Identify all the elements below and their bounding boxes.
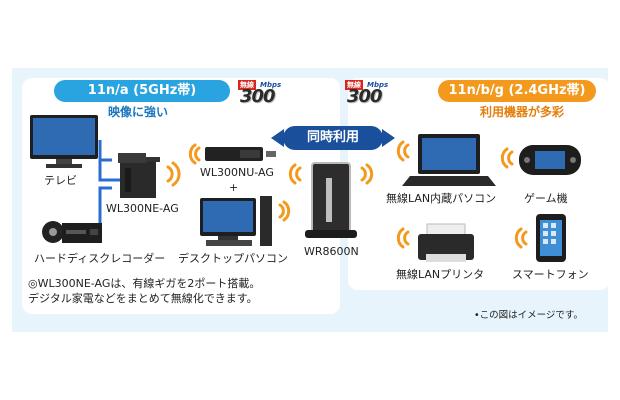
- label-printer: 無線LANプリンタ: [396, 268, 485, 281]
- speed-badge-left: 無線 Mbps 300: [238, 80, 288, 106]
- recorder-icon: [42, 221, 102, 243]
- note-text: ◎WL300NE-AGは、有線ギガを2ポート搭載。 デジタル家電などをまとめて無…: [28, 276, 260, 306]
- laptop-icon: [402, 134, 496, 186]
- simultaneous-use-label: 同時利用: [283, 126, 383, 150]
- badge-speed: 300: [240, 86, 276, 107]
- label-desktop: デスクトップパソコン: [178, 252, 288, 265]
- smartphone-icon: [536, 214, 566, 262]
- plus-sign: +: [229, 181, 239, 194]
- tv-icon: [30, 115, 98, 168]
- band-label-5ghz: 11n/a (5GHz帯): [54, 80, 230, 102]
- band-label-24ghz: 11n/b/g (2.4GHz帯): [438, 80, 596, 102]
- arrow-right-icon: [382, 129, 395, 147]
- footnote: •この図はイメージです。: [474, 310, 583, 321]
- label-router: WR8600N: [304, 245, 359, 258]
- label-game: ゲーム機: [524, 192, 568, 205]
- label-smartphone: スマートフォン: [512, 268, 589, 281]
- note-line-1: ◎WL300NE-AGは、有線ギガを2ポート搭載。: [28, 277, 261, 290]
- badge-tag: 無線: [238, 80, 256, 90]
- subtitle-5ghz: 映像に強い: [107, 105, 168, 119]
- note-line-2: デジタル家電などをまとめて無線化できます。: [28, 292, 258, 305]
- usb-adapter-icon: [205, 147, 276, 161]
- badge-tag: 無線: [345, 80, 363, 90]
- label-usb-adapter: WL300NU-AG: [200, 166, 274, 179]
- label-laptop: 無線LAN内蔵パソコン: [386, 192, 497, 205]
- desktop-pc-icon: [200, 196, 272, 246]
- label-recorder: ハードディスクレコーダー: [34, 252, 166, 265]
- subtitle-24ghz: 利用機器が多彩: [479, 105, 564, 119]
- router-icon: [305, 162, 357, 238]
- speed-badge-right: 無線 Mbps 300: [345, 80, 395, 106]
- game-console-icon: [519, 145, 581, 175]
- label-ap: WL300NE-AG: [106, 202, 179, 215]
- badge-speed: 300: [347, 86, 383, 107]
- arrow-left-icon: [271, 129, 284, 147]
- printer-icon: [418, 223, 474, 262]
- badge-unit: Mbps: [260, 81, 282, 89]
- wifi-waves: [166, 140, 528, 249]
- label-tv: テレビ: [44, 174, 77, 187]
- badge-unit: Mbps: [367, 81, 389, 89]
- access-point-icon: [118, 153, 160, 198]
